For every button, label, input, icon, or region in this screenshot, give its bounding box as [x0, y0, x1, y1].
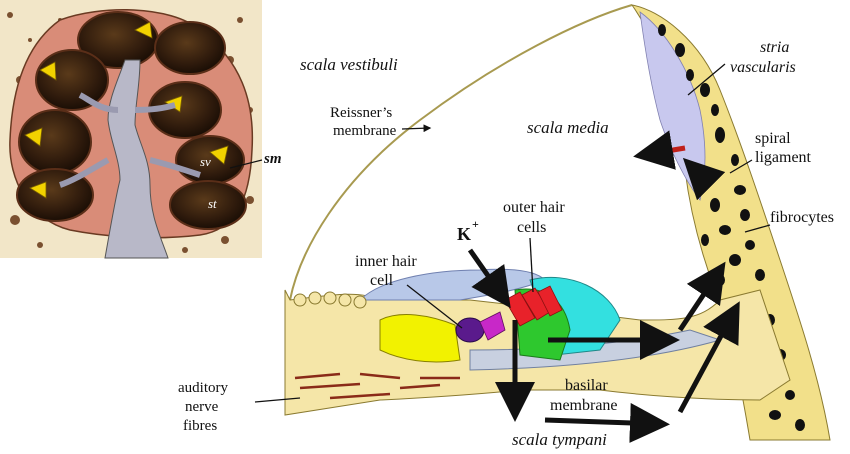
inner-hair-pointer [406, 284, 463, 329]
reissners-membrane [289, 4, 633, 301]
inner-supporting-cell [479, 311, 506, 341]
basilar-label-line1: basilar [565, 377, 608, 394]
outer-hair-label-line1: outer hair [503, 199, 565, 216]
bone-scallops [293, 291, 367, 309]
reissners-label-line2: membrane [333, 123, 397, 139]
stria-pointer [687, 63, 726, 96]
k-ion-superscript: + [472, 217, 479, 231]
stria-label-line1: stria [760, 39, 789, 56]
fibrocytes-label: fibrocytes [770, 209, 834, 226]
k-stria-arrow [633, 130, 686, 170]
k-ligament-arrow [682, 157, 726, 201]
k-ion-label: K [457, 224, 471, 244]
outer-hair-pointer [529, 237, 534, 293]
auditory-pointer [254, 397, 301, 403]
k-up-arrow-2 [677, 301, 740, 414]
k-entry-arrow [467, 248, 511, 309]
sm-pointer [229, 159, 263, 169]
nerve-fibre-strokes [294, 372, 460, 400]
spiral-pointer [729, 159, 753, 174]
inner-hair-cell [455, 317, 485, 343]
modiolus [104, 59, 169, 259]
cochlear-duct-section: scala vestibuli scala media scala tympan… [178, 4, 834, 449]
outer-hair-label-line2: cells [517, 219, 546, 236]
scala-tympani-label: scala tympani [512, 430, 607, 449]
cochlea-inset: sm sv st [0, 0, 282, 259]
basilar-label-line2: membrane [550, 397, 618, 414]
spiral-label-line2: ligament [755, 149, 812, 166]
nerve-branches [58, 92, 201, 188]
auditory-label-line3: fibres [183, 418, 217, 434]
stria-label-line2: vascularis [730, 59, 796, 76]
inner-hair-label-line1: inner hair [355, 253, 417, 270]
inner-hair-label-line2: cell [370, 272, 394, 289]
auditory-label-line1: auditory [178, 380, 228, 396]
spiral-label-line1: spiral [755, 130, 791, 147]
fibrocytes-pointer [744, 224, 771, 233]
spiral-limbus [379, 314, 461, 363]
cochlea-chambers [16, 11, 247, 230]
sm-label: sm [263, 151, 282, 167]
st-label: st [208, 196, 217, 211]
reissners-label-line1: Reissner’s [330, 105, 392, 121]
outer-hair-cells [504, 285, 563, 327]
k-bottom-arrow [544, 402, 670, 443]
scala-media-label: scala media [527, 118, 609, 137]
reissners-pointer [401, 124, 432, 133]
auditory-label-line2: nerve [185, 399, 219, 415]
sv-label: sv [200, 154, 211, 169]
k-up-arrow-1 [677, 261, 726, 332]
scala-vestibuli-label: scala vestibuli [300, 55, 398, 74]
